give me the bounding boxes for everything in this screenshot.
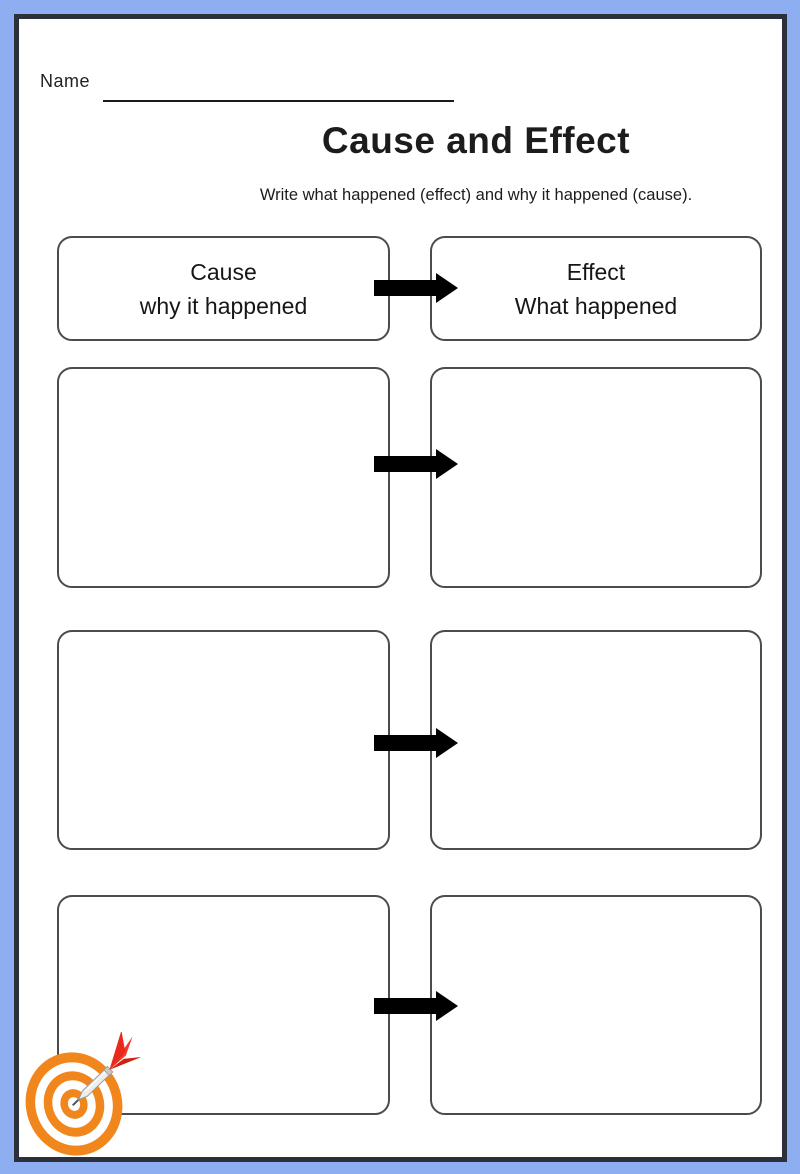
arrow-right-icon (374, 728, 458, 758)
page-title: Cause and Effect (321, 120, 631, 161)
effect-box-row-1[interactable] (430, 367, 762, 588)
target-dart-icon (25, 1032, 142, 1156)
effect-header-box: Effect What happened (430, 236, 762, 341)
effect-header-line1: Effect (566, 258, 626, 285)
instructions-text: Write what happened (effect) and why it … (259, 186, 693, 204)
cause-box-row-1[interactable] (57, 367, 390, 588)
effect-header-line2: What happened (514, 292, 678, 319)
name-input-line[interactable] (103, 100, 454, 102)
effect-box-row-2[interactable] (430, 630, 762, 850)
name-label: Name (40, 71, 91, 91)
arrow-right-icon (374, 449, 458, 479)
cause-header-line2: why it happened (139, 292, 308, 319)
cause-header-line1: Cause (190, 258, 257, 285)
cause-box-row-2[interactable] (57, 630, 390, 850)
effect-box-row-3[interactable] (430, 895, 762, 1115)
arrow-right-icon (374, 273, 458, 303)
cause-header-box: Cause why it happened (57, 236, 390, 341)
arrow-right-icon (374, 991, 458, 1021)
